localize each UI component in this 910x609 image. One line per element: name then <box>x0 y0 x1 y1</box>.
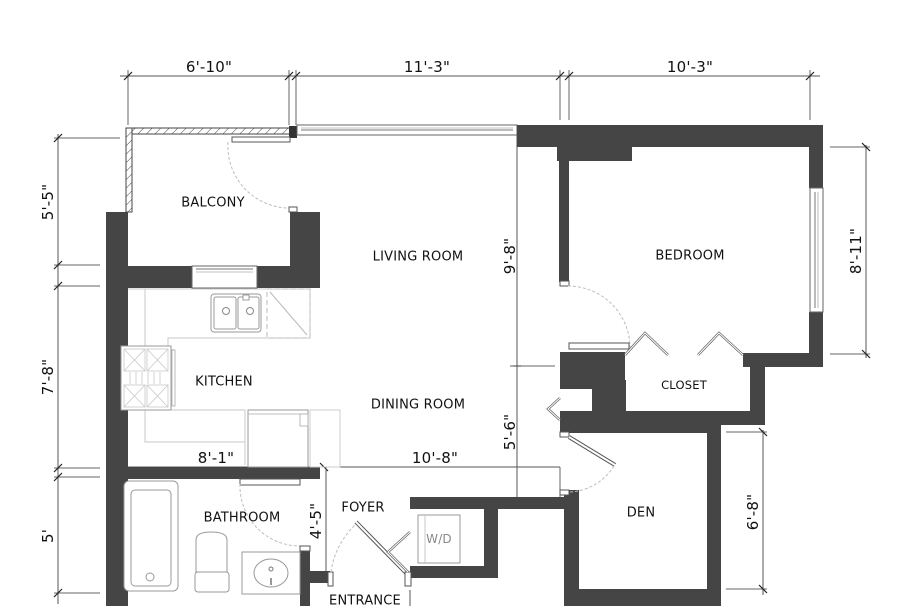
dim-foyer-depth: 4'-5" <box>307 502 325 540</box>
left-dimension-lines <box>53 133 120 604</box>
bathroom-door[interactable] <box>239 478 311 552</box>
walls <box>106 125 823 606</box>
dim-dining-depth: 5'-6" <box>501 413 519 451</box>
washer-dryer <box>417 514 461 564</box>
dim-left-kitchen: 7'-8" <box>39 358 57 396</box>
hall-bifold-door[interactable] <box>546 397 561 421</box>
room-label-balcony: BALCONY <box>181 195 245 211</box>
washer-dryer-label: W/D <box>426 532 452 546</box>
dim-left-bathroom: 5' <box>39 528 57 544</box>
balcony-post <box>289 126 297 138</box>
right-dimension-lines <box>726 142 871 595</box>
dim-top-bedroom: 10'-3" <box>666 58 714 76</box>
bathroom-sink <box>241 551 301 595</box>
closet-bifold-doors[interactable] <box>624 331 744 356</box>
room-label-living-room: LIVING ROOM <box>372 249 464 265</box>
balcony-door[interactable] <box>227 136 298 213</box>
dim-top-living: 11'-3" <box>403 58 451 76</box>
bedroom-window <box>809 187 824 313</box>
room-label-bedroom: BEDROOM <box>655 248 725 264</box>
bathtub <box>123 480 179 592</box>
den-door[interactable] <box>559 431 617 496</box>
dim-den-depth: 6'-8" <box>744 493 762 531</box>
room-label-closet: CLOSET <box>661 378 707 392</box>
dim-kitchen-width: 8'-1" <box>197 449 235 467</box>
bedroom-door[interactable] <box>559 280 631 350</box>
dim-left-balcony: 5'-5" <box>39 183 57 221</box>
dim-top-balcony: 6'-10" <box>185 58 233 76</box>
sliding-door-living[interactable] <box>296 124 518 136</box>
pantry-outline <box>309 409 341 468</box>
dim-living-depth: 9'-8" <box>501 237 519 275</box>
room-label-kitchen: KITCHEN <box>195 374 253 390</box>
dim-bedroom-depth: 8'-11" <box>847 227 865 275</box>
dishwasher <box>266 288 311 339</box>
refrigerator <box>247 409 309 468</box>
toilet <box>194 531 230 593</box>
room-label-dining-room: DINING ROOM <box>370 397 466 413</box>
stove <box>120 345 176 411</box>
top-dimension-lines <box>120 70 820 125</box>
kitchen-sink <box>210 293 262 333</box>
room-label-foyer: FOYER <box>341 500 385 516</box>
room-label-den: DEN <box>626 505 656 521</box>
kitchen-window <box>191 265 258 289</box>
dim-dining-width: 10'-8" <box>411 449 459 467</box>
entrance-door[interactable] <box>327 520 412 606</box>
wd-closet-door[interactable] <box>386 531 411 573</box>
room-label-entrance: ENTRANCE <box>329 593 401 609</box>
room-label-bathroom: BATHROOM <box>203 510 281 526</box>
